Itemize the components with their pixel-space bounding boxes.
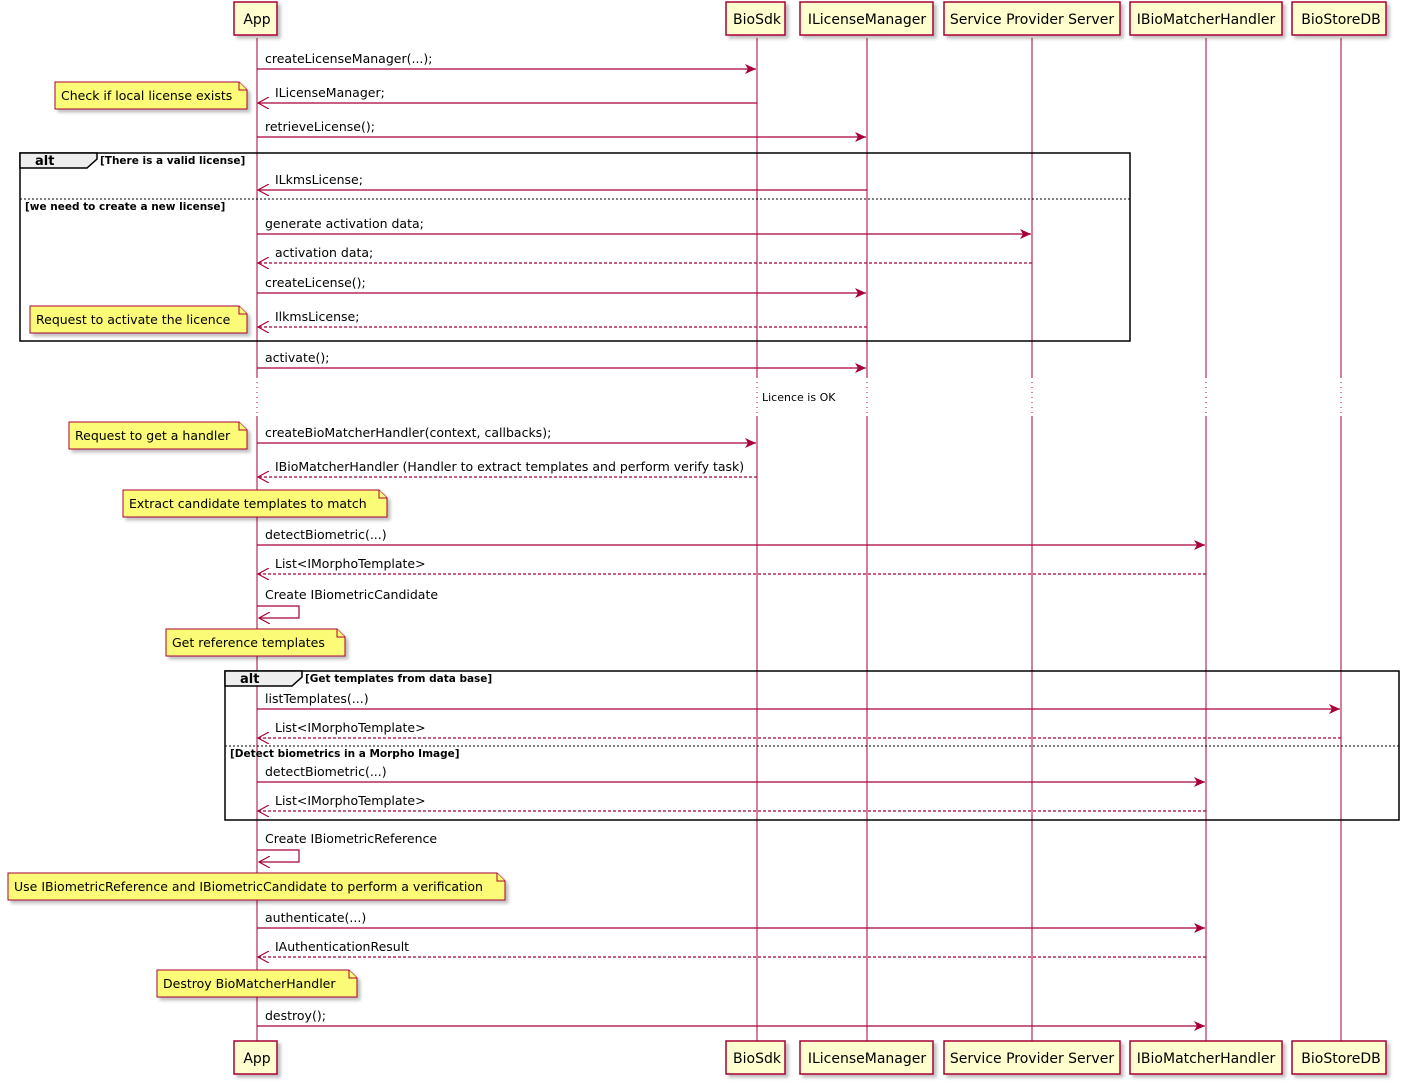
fragment-condition-0-0: [There is a valid license] [100, 155, 245, 167]
note-fold-5 [496, 873, 505, 882]
note-fold-0 [238, 82, 247, 91]
participant-label-app-top: App [243, 12, 270, 28]
lifelines [256, 38, 1342, 1042]
note-fold-3 [378, 490, 387, 499]
participant-label-bsdb-top: BioStoreDB [1301, 12, 1380, 28]
message-label-9: createBioMatcherHandler(context, callbac… [265, 425, 551, 440]
message-label-1: ILicenseManager; [275, 85, 385, 100]
note-box-6 [156, 969, 358, 998]
note-text-5: Use IBiometricReference and IBiometricCa… [14, 879, 483, 894]
participant-box-ilm-top [799, 1, 934, 36]
fragment-condition-0-1: [we need to create a new license] [25, 201, 225, 213]
fragment-condition-1-0: [Get templates from data base] [305, 673, 492, 685]
message-label-2: retrieveLicense(); [265, 119, 375, 134]
participant-label-ilm-bottom: ILicenseManager [808, 1051, 927, 1067]
message-label-19: authenticate(...) [265, 910, 366, 925]
fragment-tab-1 [224, 670, 303, 687]
note-fold-6 [348, 970, 357, 979]
message-label-0: createLicenseManager(...); [265, 51, 432, 66]
participant-label-ibmh-bottom: IBioMatcherHandler [1137, 1051, 1276, 1067]
message-label-17: List<IMorphoTemplate> [275, 793, 426, 808]
message-label-14: listTemplates(...) [265, 691, 369, 706]
participant-label-ilm-top: ILicenseManager [808, 12, 927, 28]
note-box-0 [54, 81, 248, 110]
note-text-6: Destroy BioMatcherHandler [163, 976, 336, 991]
participant-box-bsdb-top [1291, 1, 1387, 36]
fragments: alt [There is a valid license] [we need to… [19, 152, 1400, 821]
participant-box-biosdk-top [725, 1, 786, 36]
message-label-16: detectBiometric(...) [265, 764, 387, 779]
note-text-0: Check if local license exists [61, 88, 232, 103]
message-label-18: Create IBiometricReference [265, 831, 437, 846]
fragment-frame-0 [19, 152, 1131, 342]
message-label-7: IlkmsLicense; [275, 309, 359, 324]
note-text-2: Request to get a handler [75, 428, 231, 443]
message-label-20: IAuthenticationResult [275, 939, 409, 954]
note-fold-1 [238, 306, 247, 315]
message-label-5: activation data; [275, 245, 373, 260]
message-label-10: IBioMatcherHandler (Handler to extract t… [275, 459, 744, 474]
delay-layer: Licence is OK [759, 388, 843, 404]
note-box-5 [7, 872, 506, 901]
participant-box-app-top [233, 1, 278, 36]
message-arrow-13 [257, 605, 300, 618]
note-box-2 [68, 421, 248, 450]
fragment-keyword-1: alt [240, 672, 259, 687]
message-label-4: generate activation data; [265, 216, 424, 231]
message-label-12: List<IMorphoTemplate> [275, 556, 426, 571]
participant-label-ibmh-top: IBioMatcherHandler [1137, 12, 1276, 28]
delay-text: Licence is OK [762, 391, 836, 404]
participant-box-bsdb-bottom [1291, 1040, 1387, 1075]
note-box-4 [165, 628, 346, 657]
fragment-condition-1-1: [Detect biometrics in a Morpho Image] [230, 748, 460, 760]
note-fold-4 [336, 629, 345, 638]
message-label-3: ILkmsLicense; [275, 172, 363, 187]
note-text-1: Request to activate the licence [36, 312, 231, 327]
participant-box-sps-bottom [943, 1040, 1121, 1075]
participant-box-ibmh-top [1129, 1, 1283, 36]
participant-box-biosdk-bottom [725, 1040, 786, 1075]
participant-box-ilm-bottom [799, 1040, 934, 1075]
message-label-21: destroy(); [265, 1008, 326, 1023]
participant-label-biosdk-top: BioSdk [733, 12, 782, 28]
note-box-3 [122, 489, 388, 518]
message-arrow-18 [257, 849, 300, 862]
participant-box-sps-top [943, 1, 1121, 36]
message-label-11: detectBiometric(...) [265, 527, 387, 542]
participant-label-bsdb-bottom: BioStoreDB [1301, 1051, 1380, 1067]
participant-box-app-bottom [233, 1040, 278, 1075]
participant-label-app-bottom: App [243, 1051, 270, 1067]
messages: createLicenseManager(...); ILicenseManage… [257, 51, 1341, 1031]
participant-label-biosdk-bottom: BioSdk [733, 1051, 782, 1067]
message-label-15: List<IMorphoTemplate> [275, 720, 426, 735]
fragment-keyword-0: alt [35, 154, 54, 169]
message-label-8: activate(); [265, 350, 330, 365]
delay-bg [759, 388, 843, 404]
note-box-1 [29, 305, 248, 334]
message-label-13: Create IBiometricCandidate [265, 587, 438, 602]
fragment-tab-0 [19, 152, 98, 169]
note-text-4: Get reference templates [172, 635, 325, 650]
participant-label-sps-bottom: Service Provider Server [950, 1051, 1114, 1067]
participant-box-ibmh-bottom [1129, 1040, 1283, 1075]
message-label-6: createLicense(); [265, 275, 366, 290]
note-text-3: Extract candidate templates to match [129, 496, 367, 511]
participant-label-sps-top: Service Provider Server [950, 12, 1114, 28]
note-fold-2 [238, 422, 247, 431]
